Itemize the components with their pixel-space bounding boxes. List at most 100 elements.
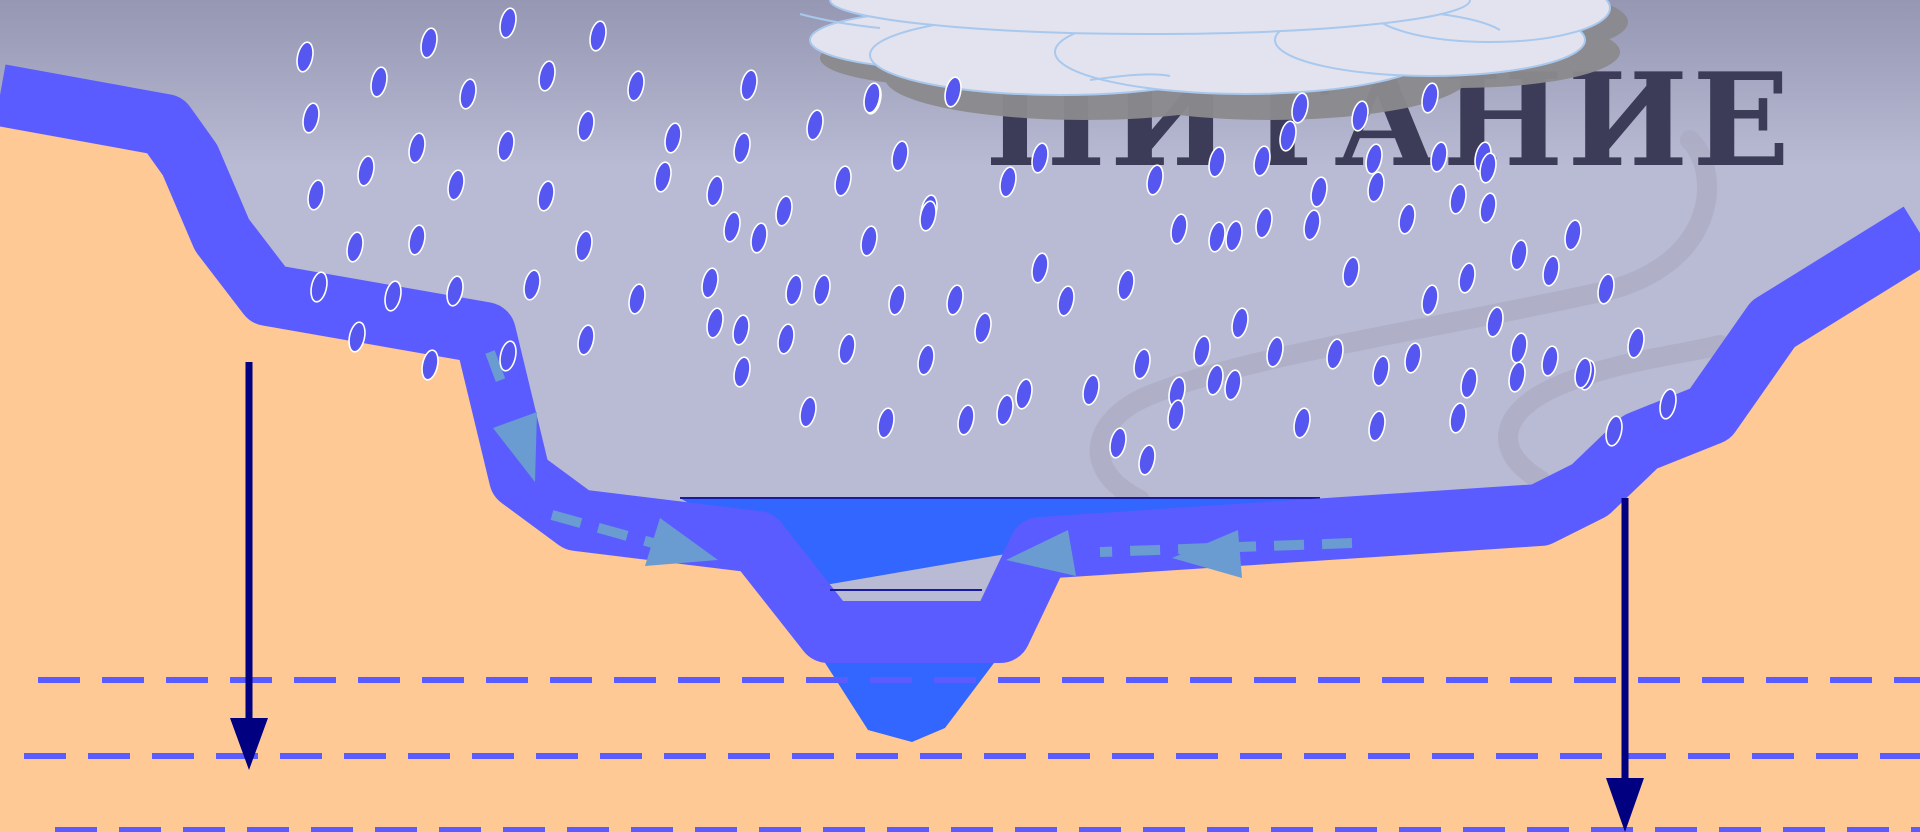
- rain-drop-icon: [785, 274, 803, 306]
- arrow-left-icon: [1172, 530, 1242, 578]
- riverbed: [0, 64, 1920, 663]
- rain-drop-icon: [1421, 284, 1439, 316]
- rain-drop-icon: [348, 321, 366, 353]
- rain-drop-icon: [1310, 176, 1328, 208]
- rain-drop-icon: [863, 82, 881, 114]
- rain-drop-icon: [408, 224, 426, 256]
- rain-drop-icon: [370, 66, 388, 98]
- rain-drop-icon: [575, 230, 593, 262]
- rain-drop-icon: [1398, 203, 1416, 235]
- rain-drop-icon: [1365, 143, 1383, 175]
- rain-drop-icon: [1208, 221, 1226, 253]
- rain-drop-icon: [1458, 262, 1476, 294]
- rain-drop-icon: [310, 271, 328, 303]
- rain-drop-icon: [1605, 415, 1623, 447]
- rain-drop-icon: [946, 284, 964, 316]
- infiltration-arrows: [230, 362, 1644, 832]
- rain-drop-icon: [537, 180, 555, 212]
- rain-drop-icon: [1404, 342, 1422, 374]
- rain-drop-icon: [733, 132, 751, 164]
- rain-drop-icon: [1367, 171, 1385, 203]
- ground: [0, 95, 1920, 832]
- rain-drop-icon: [732, 314, 750, 346]
- rain-drop-icon: [1541, 345, 1559, 377]
- rain-drop-icon: [577, 110, 595, 142]
- rain-drop-icon: [664, 122, 682, 154]
- rain-drop-icon: [1659, 388, 1677, 420]
- rain-drop-icon: [1430, 141, 1448, 173]
- rain-drop-icon: [888, 284, 906, 316]
- rain-drop-icon: [750, 222, 768, 254]
- rain-drop-icon: [446, 275, 464, 307]
- rain-drop-icon: [1449, 183, 1467, 215]
- rain-drop-icon: [1542, 255, 1560, 287]
- rain-drop-icon: [1138, 444, 1156, 476]
- rain-drop-icon: [1460, 367, 1478, 399]
- rain-drop-icon: [919, 200, 937, 232]
- rain-drop-icon: [1208, 146, 1226, 178]
- rain-drop-icon: [1109, 427, 1127, 459]
- rain-drop-icon: [974, 312, 992, 344]
- rain-drop-icon: [384, 280, 402, 312]
- rain-drop-icon: [1193, 335, 1211, 367]
- rain-drop-icon: [1117, 269, 1135, 301]
- rain-drop-icon: [799, 396, 817, 428]
- rain-drop-icon: [1031, 252, 1049, 284]
- rain-drop-icon: [1231, 307, 1249, 339]
- rain-drop-icon: [1146, 164, 1164, 196]
- rain-drop-icon: [420, 27, 438, 59]
- rain-drop-icon: [834, 165, 852, 197]
- rain-drop-icon: [459, 78, 477, 110]
- rain-drop-icon: [589, 20, 607, 52]
- rain-drop-icon: [1597, 273, 1615, 305]
- rain-drop-icon: [957, 404, 975, 436]
- rain-drop-icon: [1133, 348, 1151, 380]
- rain-drop-icon: [1167, 399, 1185, 431]
- rain-drop-icon: [1510, 239, 1528, 271]
- arrow-right-icon: [645, 518, 718, 566]
- rain-drop-icon: [296, 41, 314, 73]
- rain-drop-icon: [944, 76, 962, 108]
- rain-drop-icon: [1326, 338, 1344, 370]
- cloud-icon: [799, 0, 1628, 120]
- rain-drop-icon: [1351, 100, 1369, 132]
- rain-drop-icon: [1170, 213, 1188, 245]
- rain-drop-icon: [1449, 402, 1467, 434]
- rain-drop-icon: [1479, 152, 1497, 184]
- rain-drop-icon: [1057, 285, 1075, 317]
- vapor-swirls: [1089, 130, 1730, 510]
- rain-drop-icon: [917, 344, 935, 376]
- rain-drop-icon: [733, 356, 751, 388]
- rain-drop-icon: [1255, 207, 1273, 239]
- arrow-down-icon: [230, 718, 268, 770]
- rain-drop-icon: [499, 7, 517, 39]
- rain-drop-icon: [740, 69, 758, 101]
- rain-drop-icon: [1627, 327, 1645, 359]
- rain-drop-icon: [1421, 82, 1439, 114]
- rain-drop-icon: [777, 323, 795, 355]
- rain-drop-icon: [1368, 410, 1386, 442]
- rain-drop-icon: [891, 140, 909, 172]
- rain-drop-icon: [1372, 355, 1390, 387]
- rain-drop-icon: [627, 70, 645, 102]
- rain-drop-icon: [1224, 369, 1242, 401]
- rain-drop-icon: [421, 349, 439, 381]
- rain-drop-icon: [577, 324, 595, 356]
- rain-drop-icon: [1266, 336, 1284, 368]
- rain-drop-icon: [775, 195, 793, 227]
- rain-drop-icon: [813, 274, 831, 306]
- rain-drop-icon: [307, 179, 325, 211]
- rain-drop-icon: [1253, 145, 1271, 177]
- rain-drop-icon: [1225, 220, 1243, 252]
- rain-drop-icon: [357, 155, 375, 187]
- rain-drop-icon: [706, 307, 724, 339]
- rain-drop-icon: [628, 283, 646, 315]
- rain-drop-icon: [499, 340, 517, 372]
- rain-drop-icon: [1303, 209, 1321, 241]
- rain-drop-icon: [877, 407, 895, 439]
- rain-drop-icon: [1031, 142, 1049, 174]
- rain-drop-icon: [860, 225, 878, 257]
- rain-drop-icon: [346, 231, 364, 263]
- rain-drop-icon: [838, 333, 856, 365]
- rain-drop-icon: [1508, 361, 1526, 393]
